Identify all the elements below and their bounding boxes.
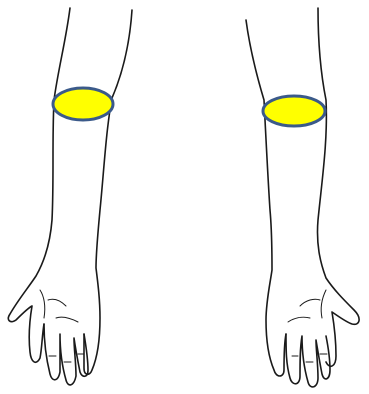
left-arm-inner-edge: [84, 10, 132, 374]
right-palm-crease: [288, 290, 326, 322]
left-palm-crease: [40, 290, 78, 322]
right-arm-inner-edge: [246, 20, 286, 376]
left-arm: [8, 8, 132, 385]
right-finger-joints: [292, 354, 327, 362]
left-finger-joints: [49, 354, 84, 362]
right-arm: [246, 8, 359, 387]
right-arm-patch: [263, 96, 325, 126]
right-hand-fingers: [286, 334, 330, 387]
left-arm-patch: [53, 88, 113, 120]
right-arm-outer-edge: [317, 8, 359, 366]
left-arm-outer-edge: [8, 8, 70, 362]
